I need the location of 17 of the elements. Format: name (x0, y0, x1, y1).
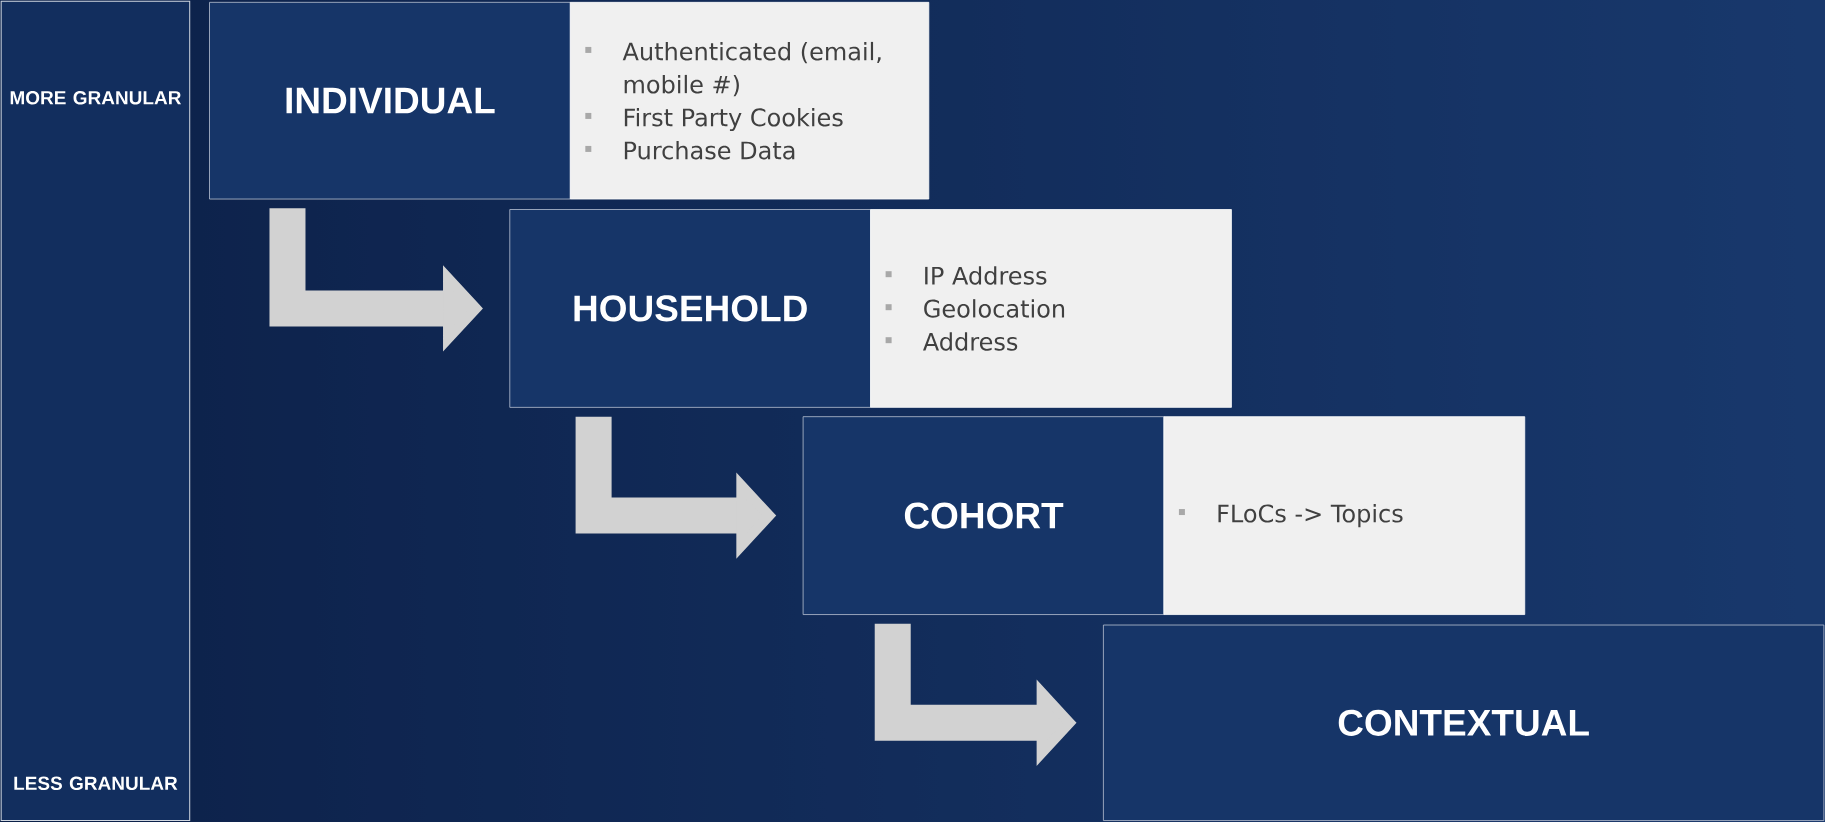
bullet-item: FLoCs -> Topics (1178, 504, 1403, 528)
level-box: HOUSEHOLD (509, 209, 871, 408)
attribute-list (870, 209, 1232, 408)
attribute-list (1163, 416, 1526, 615)
attribute-list (569, 1, 930, 200)
bullet-item: First Party Cookies (585, 107, 843, 132)
level-box: COHORT (802, 416, 1165, 615)
granularity-label: LESS GRANULAR (14, 776, 178, 791)
bullet-item: Geolocation (885, 299, 1065, 318)
bullet-item: Address (885, 332, 1018, 351)
bullet-item: Authenticated (email, mobile #) (585, 41, 881, 97)
bullet-item: Purchase Data (585, 140, 795, 160)
scale-bar (0, 0, 191, 822)
level-box: CONTEXTUAL (1103, 624, 1825, 821)
level-box: INDIVIDUAL (209, 1, 571, 200)
bullet-item: IP Address (885, 266, 1047, 285)
granularity-label: MORE GRANULAR (10, 91, 182, 105)
